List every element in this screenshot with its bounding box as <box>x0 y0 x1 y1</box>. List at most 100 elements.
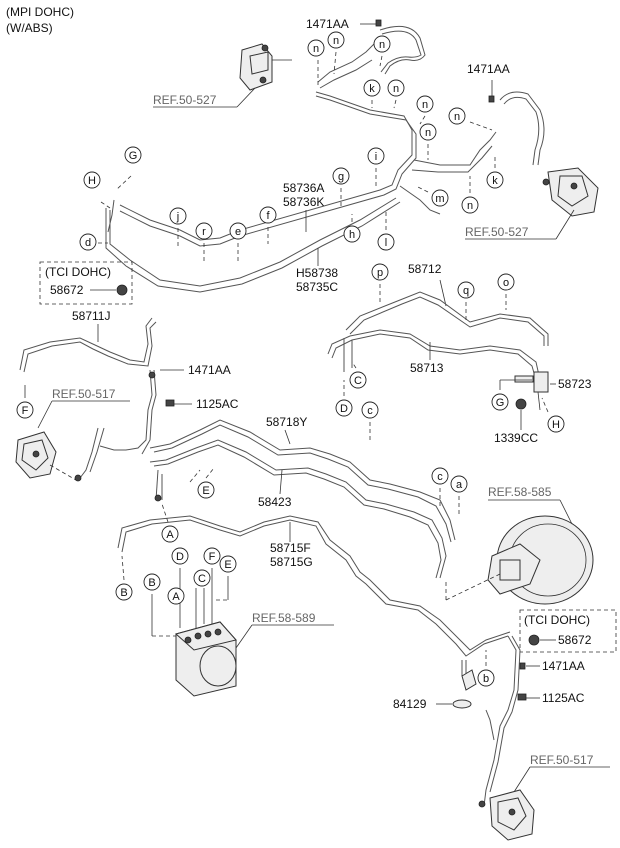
callout-label: c <box>367 405 373 417</box>
callout-H-28: H <box>541 397 565 433</box>
callout-label: n <box>467 200 473 212</box>
callout-H-16: H <box>83 171 101 189</box>
part-58713: 58713 <box>410 361 444 375</box>
part-58736k: 58736K <box>283 195 324 209</box>
callout-r-19: r <box>195 222 213 262</box>
callout-label: C <box>354 375 362 387</box>
callout-label: a <box>456 479 463 491</box>
callout-label: G <box>496 397 505 409</box>
callout-label: c <box>437 471 443 483</box>
callout-c-30: c <box>361 401 379 440</box>
callout-m-10: m <box>415 185 449 207</box>
top-right-caliper <box>542 167 599 217</box>
callout-label: n <box>454 111 460 123</box>
callout-A-34: A <box>161 503 179 543</box>
callout-i-12: i <box>367 147 385 188</box>
callout-label: E <box>224 559 231 571</box>
junction-block <box>514 371 549 393</box>
callout-D-39: D <box>171 547 189 565</box>
callout-a-32: a <box>450 475 468 514</box>
part-58711j: 58711J <box>72 309 110 323</box>
callout-label: F <box>22 405 29 417</box>
part-1125ac-bottom: 1125AC <box>542 691 585 705</box>
callout-n-7: n <box>448 107 493 131</box>
part-58715f: 58715F <box>270 541 311 555</box>
callout-label: n <box>422 99 428 111</box>
tci-label-top: (TCI DOHC) <box>45 265 111 279</box>
part-1471aa-right: 1471AA <box>467 62 510 76</box>
callout-label: n <box>313 43 319 55</box>
brake-booster <box>487 515 594 605</box>
callout-b-36: b <box>477 650 495 687</box>
callout-label: C <box>198 573 206 585</box>
callout-D-26: D <box>335 380 353 417</box>
callout-label: G <box>129 150 138 162</box>
callout-label: B <box>120 587 127 599</box>
ref-58-589: REF.58-589 <box>252 611 316 625</box>
tci-label-bottom: (TCI DOHC) <box>524 613 590 627</box>
callout-k-8: k <box>486 156 504 189</box>
callout-E-33: E <box>197 481 215 499</box>
callout-B-35: B <box>115 555 133 601</box>
part-58736a: 58736A <box>283 181 324 195</box>
callout-A-38: A <box>167 587 185 605</box>
callout-h-14: h <box>343 214 361 243</box>
callout-n-0: n <box>307 39 325 88</box>
callout-label: o <box>503 277 509 289</box>
part-58712: 58712 <box>408 262 442 276</box>
part-1339cc: 1339CC <box>494 431 538 445</box>
callout-F-29: F <box>16 401 34 419</box>
left-caliper <box>15 431 57 479</box>
callout-d-17: d <box>79 233 97 251</box>
callout-label: A <box>166 529 174 541</box>
callout-j-18: j <box>169 207 187 248</box>
callout-e-20: e <box>229 222 247 262</box>
callout-g-13: g <box>332 167 350 206</box>
callout-n-5: n <box>416 95 434 125</box>
callout-label: H <box>552 419 560 431</box>
callout-n-6: n <box>419 123 437 160</box>
ref-50-517-left: REF.50-517 <box>52 387 116 401</box>
callout-l-11: l <box>377 210 395 251</box>
part-58735c: 58735C <box>296 280 338 294</box>
part-58723: 58723 <box>558 377 592 391</box>
callout-label: F <box>209 551 216 563</box>
callout-label: D <box>340 403 348 415</box>
callout-label: A <box>172 591 180 603</box>
callout-label: m <box>435 193 444 205</box>
callout-label: k <box>369 83 375 95</box>
part-h58738: H58738 <box>296 266 338 280</box>
callout-label: n <box>425 127 431 139</box>
callout-k-3: k <box>363 79 381 108</box>
callout-G-27: G <box>491 393 509 411</box>
callout-E-42: E <box>219 555 237 573</box>
callout-label: n <box>393 83 399 95</box>
callout-F-41: F <box>203 547 221 565</box>
part-58423: 58423 <box>258 495 292 509</box>
part-1471aa-top: 1471AA <box>306 17 349 31</box>
callout-label: E <box>202 485 209 497</box>
callout-label: f <box>266 210 270 222</box>
callout-label: n <box>333 35 339 47</box>
callout-label: l <box>385 237 387 249</box>
callout-C-40: C <box>193 569 211 587</box>
callout-label: D <box>176 551 184 563</box>
callout-n-9: n <box>461 176 479 214</box>
ref-50-527-right: REF.50-527 <box>465 225 529 239</box>
callout-label: b <box>483 673 489 685</box>
callout-label: H <box>88 175 96 187</box>
part-58718y: 58718Y <box>266 415 307 429</box>
seal-ring-icon-2 <box>528 634 540 646</box>
callout-label: j <box>176 211 179 223</box>
header-line1: (MPI DOHC) <box>6 5 74 19</box>
callout-label: i <box>375 151 377 163</box>
callout-C-25: C <box>349 361 367 389</box>
callout-p-22: p <box>371 263 389 302</box>
callout-label: B <box>148 577 155 589</box>
callout-label: q <box>463 285 469 297</box>
callout-o-24: o <box>497 273 515 310</box>
callout-n-1: n <box>327 31 345 75</box>
tci-box-top <box>39 261 133 305</box>
